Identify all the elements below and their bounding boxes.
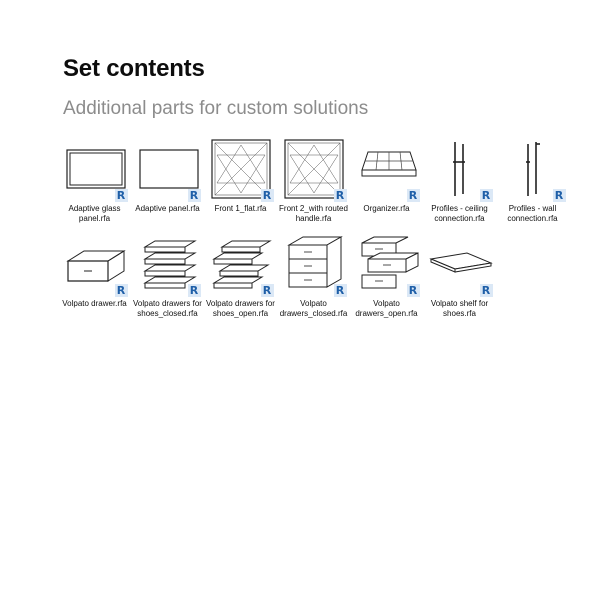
profile-ceiling-icon — [452, 142, 465, 196]
revit-icon: R — [114, 189, 128, 202]
file-item-profiles-ceiling[interactable]: R Profiles - ceiling connection.rfa — [423, 138, 496, 230]
drawers-closed-icon — [286, 236, 343, 288]
file-item-shoe-drawers-open[interactable]: R Volpato drawers for shoes_open.rfa — [204, 233, 277, 325]
file-thumbnail: R — [281, 233, 347, 297]
file-label: Front 1_flat.rfa — [214, 204, 267, 213]
revit-icon: R — [260, 189, 274, 202]
page-subtitle: Additional parts for custom solutions — [63, 98, 369, 119]
file-thumbnail: R — [427, 138, 493, 202]
file-item-shoe-shelf[interactable]: R Volpato shelf for shoes.rfa — [423, 233, 496, 325]
revit-icon: R — [406, 284, 420, 297]
revit-icon: R — [260, 284, 274, 297]
file-thumbnail: R — [135, 233, 201, 297]
file-label: Profiles - wall connection.rfa — [507, 204, 558, 223]
file-label: Volpato drawers_open.rfa — [355, 299, 418, 318]
file-thumbnail: R — [208, 233, 274, 297]
file-item-front-1-flat[interactable]: R Front 1_flat.rfa — [204, 138, 277, 230]
drawer-icon — [65, 250, 126, 282]
revit-icon: R — [479, 284, 493, 297]
file-item-front-2-routed[interactable]: R Front 2_with routed handle.rfa — [277, 138, 350, 230]
revit-icon: R — [187, 284, 201, 297]
file-label: Profiles - ceiling connection.rfa — [431, 204, 488, 223]
revit-icon: R — [479, 189, 493, 202]
shoe-drawers-closed-icon — [142, 240, 197, 289]
file-thumbnail: R — [354, 138, 420, 202]
file-item-drawers-open[interactable]: R Volpato drawers_open.rfa — [350, 233, 423, 325]
shoe-shelf-icon — [428, 252, 493, 273]
file-thumbnail: R — [208, 138, 274, 202]
file-label: Volpato drawers for shoes_open.rfa — [206, 299, 275, 318]
revit-icon: R — [406, 189, 420, 202]
glass-panel-icon — [65, 149, 126, 189]
file-item-profiles-wall[interactable]: R Profiles - wall connection.rfa — [496, 138, 569, 230]
file-label: Front 2_with routed handle.rfa — [279, 204, 348, 223]
file-label: Adaptive glass panel.rfa — [68, 204, 121, 223]
revit-icon: R — [333, 189, 347, 202]
file-item-adaptive-panel[interactable]: R Adaptive panel.rfa — [131, 138, 204, 230]
file-thumbnail: R — [354, 233, 420, 297]
organizer-icon — [360, 151, 417, 177]
file-label: Adaptive panel.rfa — [135, 204, 200, 213]
drawers-open-icon — [361, 236, 418, 289]
shoe-drawers-open-icon — [211, 240, 272, 289]
file-item-drawers-closed[interactable]: R Volpato drawers_closed.rfa — [277, 233, 350, 325]
file-thumbnail: R — [500, 138, 566, 202]
file-label: Volpato drawers_closed.rfa — [279, 299, 348, 318]
profile-wall-icon — [525, 142, 540, 196]
file-thumbnail: R — [135, 138, 201, 202]
file-thumbnail: R — [62, 233, 128, 297]
revit-icon: R — [333, 284, 347, 297]
revit-icon: R — [552, 189, 566, 202]
front-routed-icon — [283, 139, 344, 199]
file-grid: R Adaptive glass panel.rfa R Adaptive pa… — [58, 138, 569, 325]
panel-icon — [138, 149, 199, 189]
file-thumbnail: R — [281, 138, 347, 202]
file-label: Volpato shelf for shoes.rfa — [430, 299, 489, 318]
file-label: Organizer.rfa — [363, 204, 410, 213]
file-item-volpato-drawer[interactable]: R Volpato drawer.rfa — [58, 233, 131, 325]
front-flat-icon — [210, 139, 271, 199]
revit-icon: R — [114, 284, 128, 297]
file-item-adaptive-glass-panel[interactable]: R Adaptive glass panel.rfa — [58, 138, 131, 230]
file-thumbnail: R — [62, 138, 128, 202]
page-title: Set contents — [63, 55, 205, 82]
file-thumbnail: R — [427, 233, 493, 297]
file-label: Volpato drawers for shoes_closed.rfa — [133, 299, 202, 318]
file-item-organizer[interactable]: R Organizer.rfa — [350, 138, 423, 230]
revit-icon: R — [187, 189, 201, 202]
file-item-shoe-drawers-closed[interactable]: R Volpato drawers for shoes_closed.rfa — [131, 233, 204, 325]
file-label: Volpato drawer.rfa — [62, 299, 127, 308]
